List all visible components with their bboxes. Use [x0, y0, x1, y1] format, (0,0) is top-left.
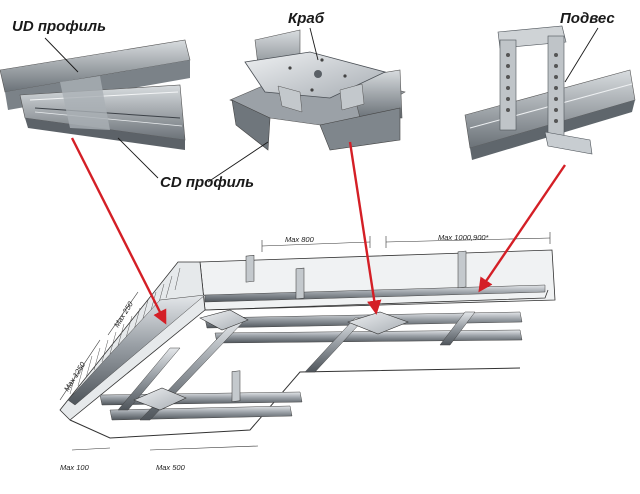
dim-bottom-left: Max 100	[60, 463, 90, 472]
leader-crab	[309, 27, 319, 61]
leader-ud-profile	[44, 37, 79, 73]
arrow-crab	[348, 141, 382, 315]
label-ud-profile: UD профиль	[12, 18, 106, 35]
leader-hanger	[564, 27, 599, 83]
label-hanger: Подвес	[560, 10, 615, 27]
photo-hanger	[464, 25, 636, 160]
ceiling-frame-isometric: Max 800 Max 1000,900* Max 250 Max 1250 M…	[59, 232, 556, 472]
dim-bottom-right: Max 500	[156, 463, 186, 472]
leader-cd-profile	[117, 137, 159, 179]
leader-cd-profile-2	[207, 141, 269, 183]
red-arrows	[70, 137, 566, 325]
arrow-ud-profile	[70, 137, 167, 325]
label-cd-profile: CD профиль	[160, 174, 254, 191]
dim-top-left: Max 800	[285, 235, 315, 244]
label-leaders	[44, 27, 599, 183]
photo-crab-connector	[229, 29, 406, 151]
arrow-hanger	[478, 164, 566, 293]
dim-top-right: Max 1000,900*	[438, 233, 490, 242]
photo-ud-cd-profile	[0, 39, 191, 150]
label-crab: Краб	[288, 10, 325, 27]
